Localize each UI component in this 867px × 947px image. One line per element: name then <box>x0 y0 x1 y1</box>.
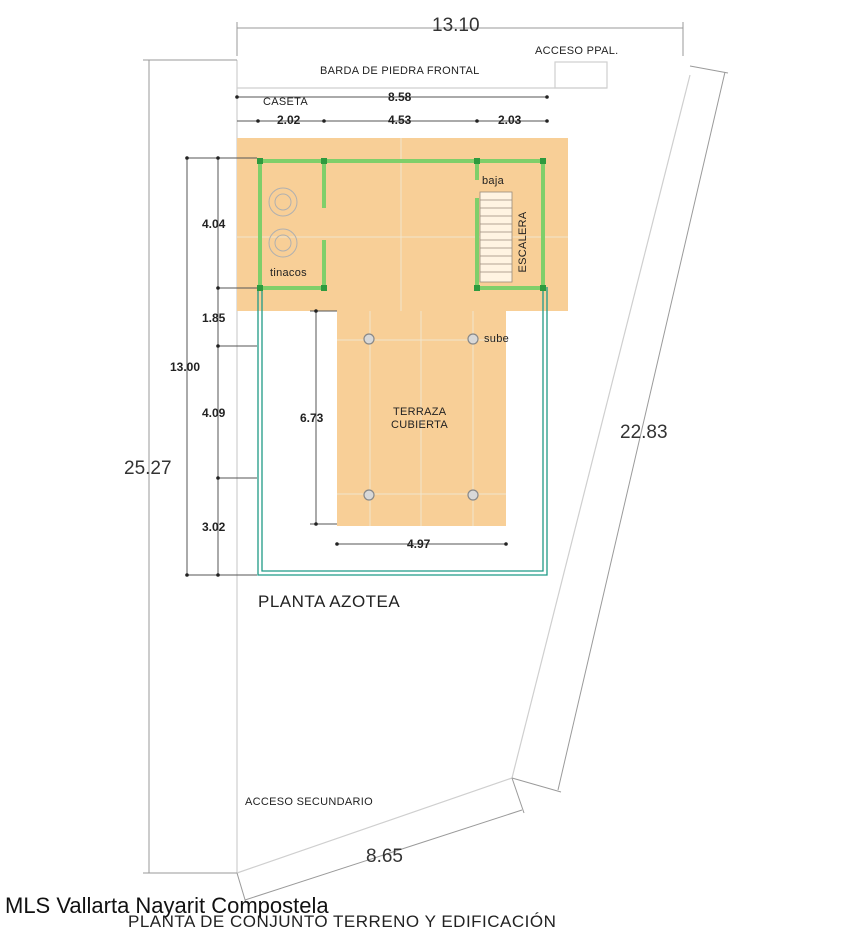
label-dim-2527: 25.27 <box>124 458 172 479</box>
label-secondary-access: ACCESO SECUNDARIO <box>245 796 373 808</box>
dimension-right-diagonal <box>511 65 729 793</box>
label-dim-409: 4.09 <box>202 406 226 420</box>
label-width-top: 13.10 <box>432 15 480 36</box>
label-dim-202: 2.02 <box>277 113 301 127</box>
stair-steps <box>479 191 513 283</box>
drawing-title: PLANTA DE CONJUNTO TERRENO Y EDIFICACIÓN <box>128 912 557 931</box>
label-tinacos: tinacos <box>270 267 307 279</box>
label-main-access: ACCESO PPAL. <box>535 45 619 57</box>
plan-title: PLANTA AZOTEA <box>258 592 401 611</box>
label-sube: sube <box>484 333 510 345</box>
label-dim-2283: 22.83 <box>620 422 668 443</box>
label-dim-858: 8.58 <box>388 90 412 104</box>
label-dim-453: 4.53 <box>388 113 412 127</box>
dimension-ticks-left <box>185 156 220 577</box>
watermark: MLS Vallarta Nayarit Compostela <box>5 893 329 918</box>
upper-walls <box>258 159 545 290</box>
terrace-columns <box>363 333 479 501</box>
terrace-parapet-outline <box>257 287 548 576</box>
label-baja: baja <box>482 175 504 187</box>
dimension-left-overall <box>143 59 237 874</box>
water-tanks <box>268 187 298 258</box>
label-cubierta: CUBIERTA <box>391 419 449 431</box>
roof-slab-upper <box>237 138 568 311</box>
label-dim-404: 4.04 <box>202 217 226 231</box>
label-dim-673: 6.73 <box>300 411 324 425</box>
label-caseta: CASETA <box>263 96 308 108</box>
dimension-vertical-left <box>186 157 257 576</box>
label-terraza: TERRAZA <box>393 406 447 418</box>
wall-corners <box>257 158 546 291</box>
dimension-horizontal-upper <box>237 96 547 122</box>
label-escalera: ESCALERA <box>517 211 529 273</box>
label-dim-1300: 13.00 <box>170 360 201 374</box>
label-dim-865: 8.65 <box>366 846 403 867</box>
label-front-wall: BARDA DE PIEDRA FRONTAL <box>320 65 480 77</box>
dimension-top-overall <box>236 22 684 56</box>
dimension-ticks-upper <box>235 95 549 123</box>
label-dim-302: 3.02 <box>202 520 226 534</box>
label-dim-203: 2.03 <box>498 113 522 127</box>
label-dim-497: 4.97 <box>407 537 431 551</box>
dimension-ticks-terrace <box>314 309 508 546</box>
label-dim-185: 1.85 <box>202 311 226 325</box>
dimension-bottom-diagonal <box>236 777 525 904</box>
